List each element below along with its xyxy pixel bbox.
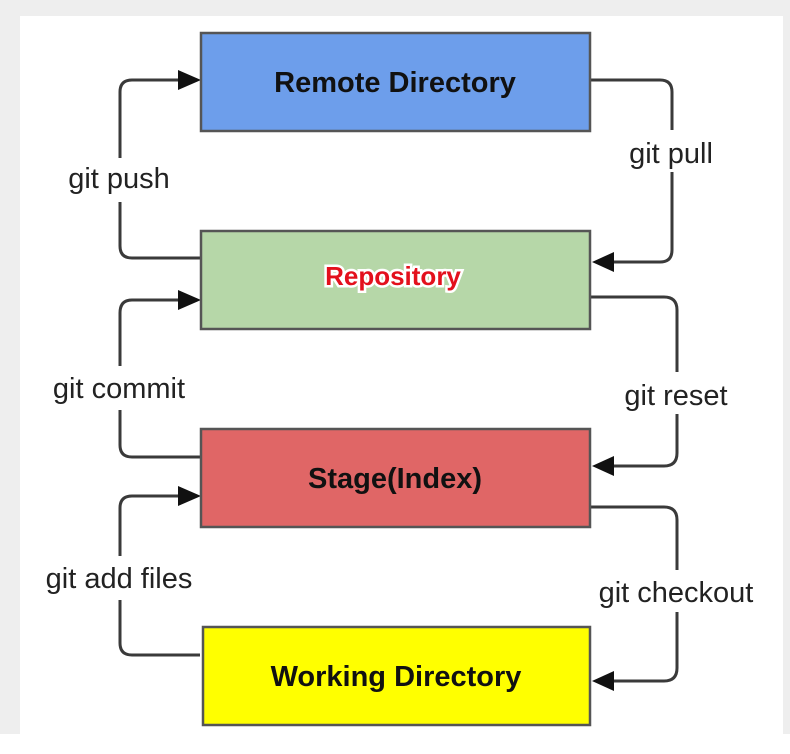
edge-label-git-add-files: git add files: [46, 563, 193, 595]
node-label-remote: Remote Directory: [274, 67, 516, 99]
edge-label-git-pull: git pull: [629, 138, 713, 170]
edge-git-push: [118, 78, 200, 260]
edge-label-git-reset: git reset: [624, 380, 727, 412]
arrowhead-git-pull: [592, 252, 614, 272]
arrowhead-git-reset: [592, 456, 614, 476]
node-box-repository: [199, 229, 592, 331]
node-label-repository: Repository: [325, 261, 461, 291]
arrowhead-git-checkout: [592, 671, 614, 691]
edge-label-git-commit: git commit: [53, 373, 185, 405]
node-working-directory: Working Directory: [201, 625, 592, 727]
edge-label-git-checkout: git checkout: [599, 577, 754, 609]
arrowhead-git-commit: [178, 290, 201, 310]
node-remote-directory: Remote Directory: [199, 31, 592, 133]
diagram-panel: [20, 16, 783, 736]
edge-git-checkout: [590, 505, 679, 683]
node-box-stage: [199, 427, 592, 529]
node-repository: Repository: [199, 229, 592, 331]
node-box-working: [201, 625, 592, 727]
bottom-strip: [0, 734, 790, 754]
edge-git-add-files: [118, 494, 200, 657]
arrowhead-git-push: [178, 70, 201, 90]
arrowhead-git-add-files: [178, 486, 201, 506]
edge-git-commit: [118, 298, 200, 459]
edge-git-reset: [590, 295, 679, 468]
node-label-stage: Stage(Index): [308, 463, 482, 495]
edge-git-pull: [590, 78, 674, 264]
node-stage-index: Stage(Index): [199, 427, 592, 529]
node-box-remote: [199, 31, 592, 133]
edge-label-git-push: git push: [68, 163, 170, 195]
node-label-working: Working Directory: [271, 661, 522, 693]
